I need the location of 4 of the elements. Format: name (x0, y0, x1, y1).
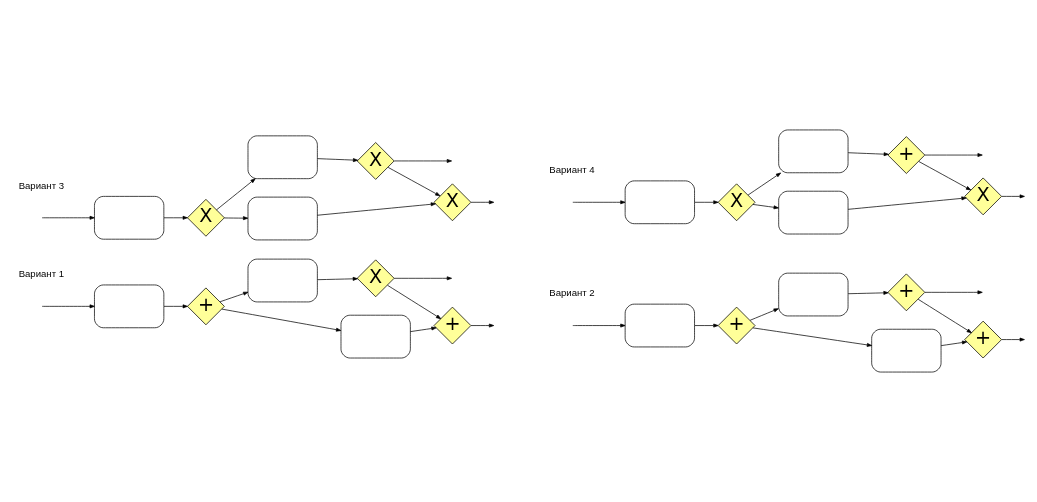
label: Вариант 4 (549, 164, 595, 176)
label: Вариант 1 (18, 268, 65, 280)
label: Вариант 3 (18, 179, 65, 191)
label: Вариант 2 (549, 287, 595, 299)
